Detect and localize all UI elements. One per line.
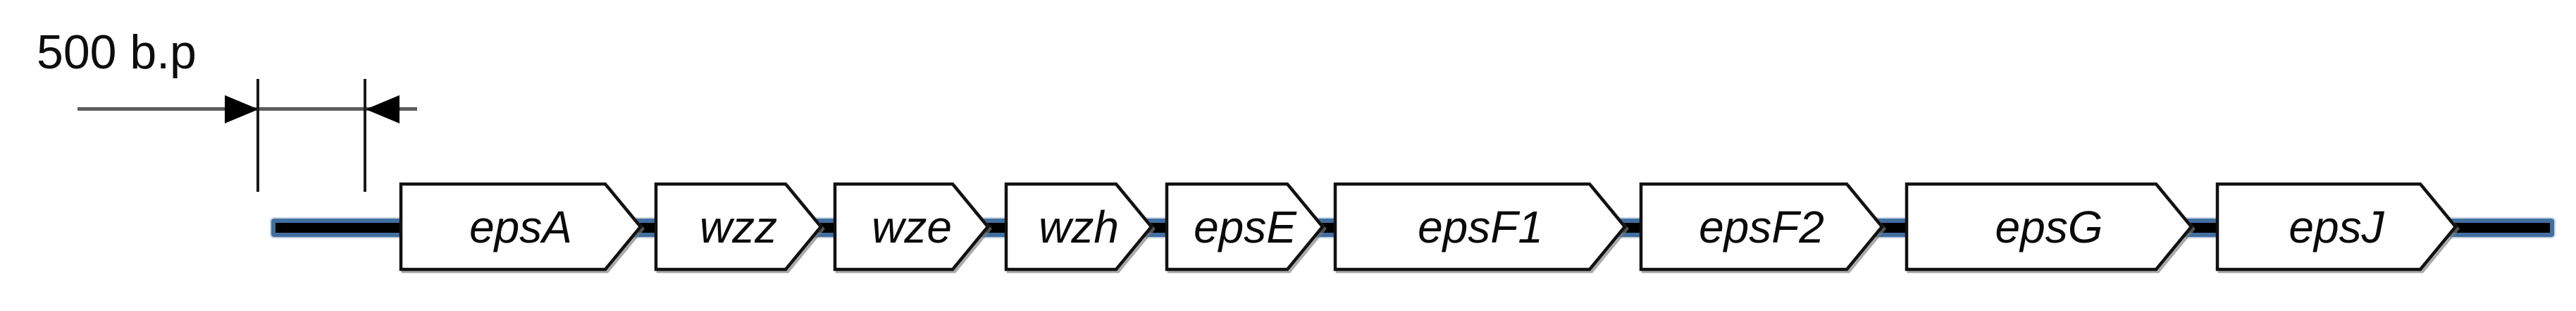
gene-label-epsG: epsG [1995, 202, 2103, 252]
scale-bar-left-pointing-arrow-icon [366, 95, 400, 123]
scale-bar-tick-left [256, 79, 259, 192]
gene-epsA: epsA [399, 182, 643, 272]
gene-epsF2: epsF2 [1639, 182, 1884, 272]
gene-arrow-wzz [654, 182, 823, 272]
gene-arrow-epsF1 [1333, 182, 1627, 272]
gene-label-epsF2: epsF2 [1699, 202, 1824, 252]
gene-label-epsE: epsE [1194, 202, 1297, 252]
gene-epsE: epsE [1165, 182, 1325, 272]
gene-arrow-wze [833, 182, 990, 272]
gene-wzz: wzz [654, 182, 823, 272]
gene-arrow-epsE [1165, 182, 1325, 272]
gene-label-wzh: wzh [1039, 202, 1119, 252]
gene-label-epsA: epsA [469, 202, 572, 252]
gene-label-wzz: wzz [700, 202, 777, 252]
gene-epsG: epsG [1905, 182, 2193, 272]
gene-epsF1: epsF1 [1333, 182, 1627, 272]
scale-bar-label: 500 b.p [37, 25, 197, 79]
scale-bar-right-pointing-arrow-icon [225, 95, 259, 123]
gene-arrow-epsJ [2215, 182, 2458, 272]
gene-epsJ: epsJ [2215, 182, 2458, 272]
gene-arrow-wzh [1004, 182, 1153, 272]
gene-arrow-epsF2 [1639, 182, 1884, 272]
gene-arrow-epsA [399, 182, 643, 272]
gene-wzh: wzh [1004, 182, 1153, 272]
gene-label-wze: wze [872, 202, 952, 252]
gene-label-epsF1: epsF1 [1418, 202, 1543, 252]
gene-wze: wze [833, 182, 990, 272]
scale-bar-tick-right [364, 79, 366, 192]
gene-arrow-epsG [1905, 182, 2193, 272]
gene-label-epsJ: epsJ [2289, 202, 2384, 252]
